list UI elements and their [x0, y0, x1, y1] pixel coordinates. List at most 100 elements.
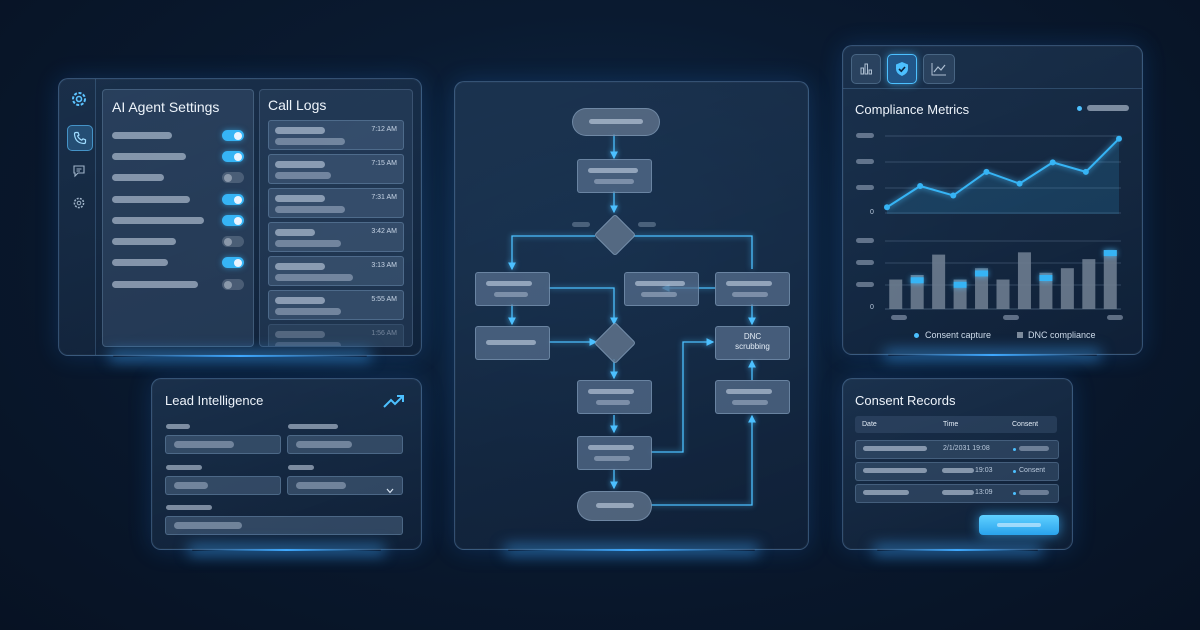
consent-row[interactable]: 2/1/2031 19:08 — [855, 440, 1059, 459]
settings-icon[interactable] — [67, 191, 91, 215]
line-point — [1049, 159, 1056, 166]
setting-label — [112, 174, 164, 181]
consent-bar — [975, 270, 989, 277]
legend-dot — [1077, 106, 1082, 111]
settings-title: AI Agent Settings — [112, 99, 220, 115]
flow-step-node[interactable] — [624, 272, 699, 306]
chevron-down-icon — [386, 481, 394, 499]
legend-consent-dot — [914, 333, 919, 338]
workflow-panel: DNC scrubbing — [454, 81, 809, 551]
field-label — [166, 505, 212, 510]
compliance-panel: Compliance Metrics 0 0 Consent capture D… — [842, 45, 1143, 356]
trending-up-icon — [383, 393, 405, 414]
setting-toggle-1[interactable] — [222, 130, 244, 141]
dnc-label: DNC — [743, 332, 762, 341]
chat-icon[interactable] — [67, 159, 91, 183]
dnc-label-line2: scrubbing — [735, 342, 770, 351]
setting-label — [112, 281, 198, 288]
call-log-time: 3:42 AM — [371, 228, 397, 235]
dnc-bar — [1103, 250, 1117, 309]
call-log-time: 1:56 AM — [371, 330, 397, 337]
legend-dnc-label: DNC compliance — [1028, 330, 1096, 340]
flow-step-node[interactable] — [715, 272, 790, 306]
sidebar — [59, 79, 96, 355]
lead-field-wide[interactable] — [165, 516, 403, 535]
shield-check-icon[interactable] — [887, 54, 917, 84]
y-tick-label — [856, 133, 874, 138]
consent-bar — [953, 281, 967, 288]
lead-field-2[interactable] — [287, 435, 403, 454]
bar-chart-icon[interactable] — [851, 54, 881, 84]
setting-toggle-6[interactable] — [222, 236, 244, 247]
setting-label — [112, 217, 204, 224]
dnc-bar — [975, 268, 989, 309]
line-point — [917, 183, 924, 189]
flow-step-node[interactable] — [475, 326, 550, 360]
lead-intelligence-panel: Lead Intelligence — [151, 378, 422, 551]
dnc-scrubbing-node[interactable]: DNC scrubbing — [715, 326, 790, 360]
setting-toggle-4[interactable] — [222, 194, 244, 205]
line-point — [1082, 168, 1089, 175]
flow-step-node[interactable] — [577, 436, 652, 470]
flow-step-node[interactable] — [475, 272, 550, 306]
phone-icon[interactable] — [67, 125, 93, 151]
line-series — [886, 138, 1120, 209]
branch-label — [638, 222, 656, 227]
gear-icon[interactable] — [67, 87, 91, 111]
legend-dnc-swatch — [1017, 332, 1023, 338]
lead-field-1[interactable] — [165, 435, 281, 454]
dnc-bar — [932, 254, 946, 309]
zero-label-top: 0 — [870, 209, 874, 216]
call-log-row[interactable]: 7:31 AM — [268, 188, 404, 218]
dnc-bar — [889, 279, 903, 309]
consent-dot — [1013, 448, 1016, 451]
setting-label — [112, 196, 190, 203]
lead-dropdown[interactable] — [287, 476, 403, 495]
header-consent: Consent — [1012, 421, 1039, 428]
consent-status: Consent — [1019, 467, 1046, 474]
y-tick-label — [856, 260, 874, 265]
consent-dot — [1013, 470, 1016, 473]
call-log-row[interactable]: 3:42 AM — [268, 222, 404, 252]
dnc-bar — [996, 279, 1010, 309]
setting-toggle-2[interactable] — [222, 151, 244, 162]
setting-toggle-3[interactable] — [222, 172, 244, 183]
call-log-row[interactable]: 7:12 AM — [268, 120, 404, 150]
call-log-row[interactable]: 5:55 AM — [268, 290, 404, 320]
legend-consent-label: Consent capture — [925, 330, 992, 340]
call-log-row[interactable]: 1:56 AM — [268, 324, 404, 346]
line-chart-icon[interactable] — [923, 54, 955, 84]
flow-start-node[interactable] — [572, 108, 660, 136]
field-label — [288, 465, 314, 470]
flow-step-node[interactable] — [577, 159, 652, 193]
consent-row[interactable]: 19:03 Consent — [855, 462, 1059, 481]
dnc-bar — [1082, 259, 1096, 309]
lead-field-3[interactable] — [165, 476, 281, 495]
consent-row[interactable]: 13:09 — [855, 484, 1059, 503]
zero-label-bottom: 0 — [870, 304, 874, 311]
call-log-time: 7:31 AM — [371, 194, 397, 201]
setting-toggle-8[interactable] — [222, 279, 244, 290]
line-area — [887, 138, 1119, 214]
flow-step-node[interactable] — [577, 380, 652, 414]
call-log-time: 3:13 AM — [371, 262, 397, 269]
flow-step-node[interactable] — [715, 380, 790, 414]
agent-settings-card: AI Agent Settings — [102, 89, 254, 347]
legend-pill — [1087, 105, 1129, 111]
workflow-connectors — [508, 134, 756, 506]
line-point — [950, 192, 957, 199]
call-log-time: 7:12 AM — [371, 126, 397, 133]
x-tick-label — [891, 315, 907, 320]
consent-time: 2/1/2031 19:08 — [943, 445, 990, 452]
consent-time: 13:09 — [975, 489, 993, 496]
call-log-row[interactable]: 7:15 AM — [268, 154, 404, 184]
consent-action-button[interactable] — [979, 515, 1059, 535]
flow-end-node[interactable] — [577, 491, 652, 521]
call-logs-title: Call Logs — [268, 97, 327, 113]
line-point — [1016, 180, 1023, 187]
call-log-row[interactable]: 3:13 AM — [268, 256, 404, 286]
setting-toggle-7[interactable] — [222, 257, 244, 268]
setting-label — [112, 238, 176, 245]
setting-toggle-5[interactable] — [222, 215, 244, 226]
setting-label — [112, 153, 186, 160]
